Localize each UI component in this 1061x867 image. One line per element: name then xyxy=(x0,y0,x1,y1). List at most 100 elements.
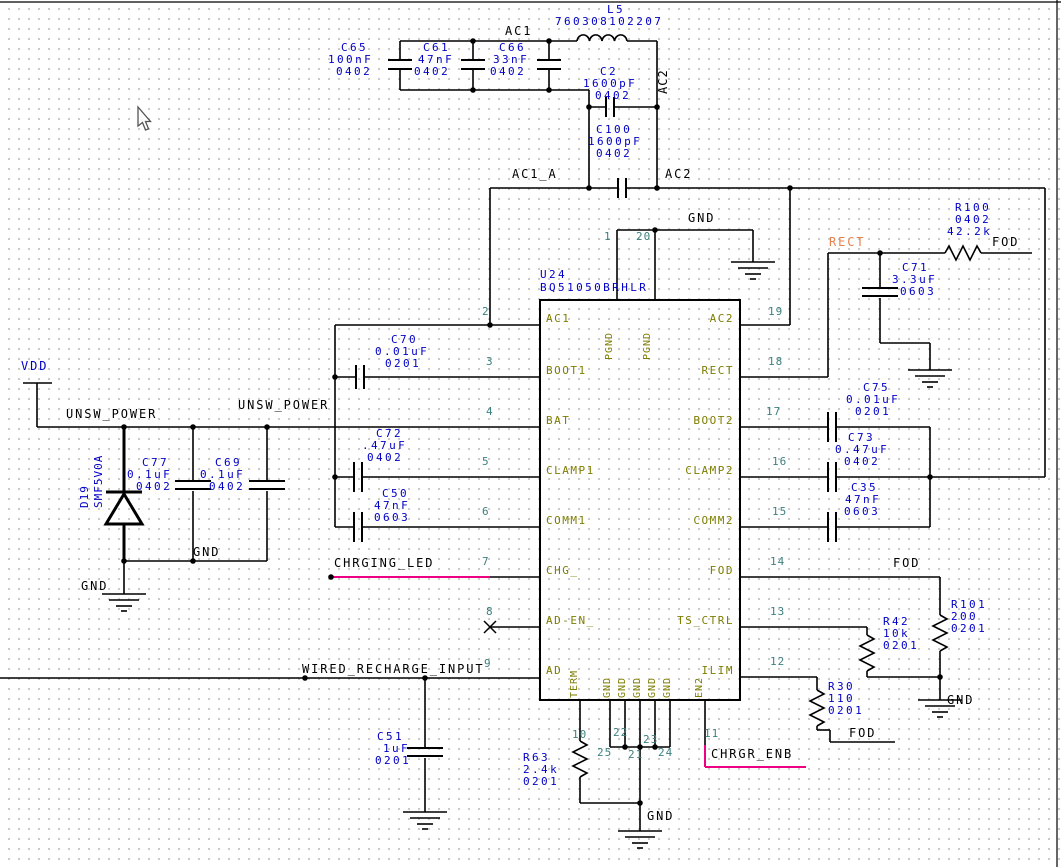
value-R63[interactable]: 2.4k xyxy=(523,763,560,776)
ref-C35[interactable]: C35 xyxy=(851,481,879,494)
net-label-unsw-power-1[interactable]: UNSW_POWER xyxy=(66,407,158,421)
ref-C77[interactable]: C77 xyxy=(142,456,170,469)
net-label-fod-r100[interactable]: FOD xyxy=(992,235,1020,249)
footprint-C35[interactable]: 0603 xyxy=(844,505,881,518)
ref-C75[interactable]: C75 xyxy=(863,381,891,394)
value-R100[interactable]: 42.2k xyxy=(947,225,993,238)
footprint-C72[interactable]: 0402 xyxy=(367,451,404,464)
footprint-C51[interactable]: 0201 xyxy=(375,754,412,767)
capacitor-plates[interactable] xyxy=(175,59,898,757)
net-label-wired-recharge-input[interactable]: WIRED_RECHARGE_INPUT xyxy=(302,662,485,676)
ref-C66[interactable]: C66 xyxy=(499,41,527,54)
ref-R30[interactable]: R30 xyxy=(828,680,856,693)
highlight-wires[interactable] xyxy=(331,576,806,768)
pin-name-GND-22: GND xyxy=(617,676,628,698)
footprint-C2[interactable]: 0402 xyxy=(595,89,632,102)
net-label-unsw-power-2[interactable]: UNSW_POWER xyxy=(238,398,330,412)
value-C65[interactable]: 100nF xyxy=(328,53,374,66)
value-R30[interactable]: 110 xyxy=(828,692,856,705)
footprint-C69[interactable]: 0402 xyxy=(209,480,246,493)
ref-C69[interactable]: C69 xyxy=(215,456,243,469)
footprint-C71[interactable]: 0603 xyxy=(900,285,937,298)
value-C2[interactable]: 1600pF xyxy=(583,77,638,90)
resistor-R30 xyxy=(808,689,826,727)
pin-number-8: 8 xyxy=(486,605,494,618)
ref-R63[interactable]: R63 xyxy=(523,751,551,764)
net-label-gnd-left[interactable]: GND xyxy=(81,579,109,593)
footprint-C66[interactable]: 0402 xyxy=(490,65,527,78)
ref-C72[interactable]: C72 xyxy=(376,427,404,440)
value-C100[interactable]: 1600pF xyxy=(588,135,643,148)
footprint-C77[interactable]: 0402 xyxy=(136,480,173,493)
footprint-R30[interactable]: 0201 xyxy=(828,704,865,717)
value-C66[interactable]: 33nF xyxy=(493,53,530,66)
footprint-C100[interactable]: 0402 xyxy=(596,147,633,160)
net-label-gnd-right[interactable]: GND xyxy=(947,693,975,707)
footprint-C75[interactable]: 0201 xyxy=(855,405,892,418)
ref-D19[interactable]: D19 xyxy=(78,485,91,508)
ref-C65[interactable]: C65 xyxy=(341,41,369,54)
value-C70[interactable]: 0.01uF xyxy=(375,345,430,358)
footprint-C61[interactable]: 0402 xyxy=(414,65,451,78)
ref-C51[interactable]: C51 xyxy=(377,730,405,743)
pin-name-GND-21: GND xyxy=(632,676,643,698)
value-C35[interactable]: 47nF xyxy=(845,493,882,506)
ref-R100[interactable]: R100 xyxy=(955,201,992,214)
footprint-C50[interactable]: 0603 xyxy=(374,511,411,524)
net-label-chrging-led[interactable]: CHRGING_LED xyxy=(334,556,435,570)
footprint-R101[interactable]: 0201 xyxy=(951,622,988,635)
ref-L5[interactable]: L5 xyxy=(607,3,626,16)
footprint-R63[interactable]: 0201 xyxy=(523,775,560,788)
ref-C100[interactable]: C100 xyxy=(596,123,633,136)
value-C69[interactable]: 0.1uF xyxy=(200,468,246,481)
footprint-C65[interactable]: 0402 xyxy=(336,65,373,78)
ground-symbols[interactable] xyxy=(102,261,962,849)
net-label-rect[interactable]: RECT xyxy=(829,235,866,249)
value-C75[interactable]: 0.01uF xyxy=(846,393,901,406)
pin-number-17: 17 xyxy=(766,405,782,418)
ref-R101[interactable]: R101 xyxy=(951,598,988,611)
ref-C2[interactable]: C2 xyxy=(600,65,619,78)
footprint-R42[interactable]: 0201 xyxy=(883,639,920,652)
footprint-C70[interactable]: 0201 xyxy=(385,357,422,370)
net-label-ac1-a[interactable]: AC1_A xyxy=(512,167,558,181)
ref-C71[interactable]: C71 xyxy=(902,261,930,274)
value-D19[interactable]: SMF5V0A xyxy=(92,454,105,508)
ref-C73[interactable]: C73 xyxy=(848,431,876,444)
net-label-ac2[interactable]: AC2 xyxy=(665,167,693,181)
power-label-vdd[interactable]: VDD xyxy=(21,359,49,373)
value-C51[interactable]: 1uF xyxy=(383,742,411,755)
wires[interactable] xyxy=(0,34,1046,831)
footprint-R100[interactable]: 0402 xyxy=(955,213,992,226)
pin-number-1: 1 xyxy=(604,230,612,243)
pin-name-BOOT1: BOOT1 xyxy=(546,364,587,377)
net-label-gnd-bottom[interactable]: GND xyxy=(647,809,675,823)
ref-C50[interactable]: C50 xyxy=(382,487,410,500)
net-label-gnd-mid[interactable]: GND xyxy=(193,545,221,559)
net-label-gnd-top[interactable]: GND xyxy=(688,211,716,225)
value-R42[interactable]: 10k xyxy=(883,627,911,640)
value-C61[interactable]: 47nF xyxy=(418,53,455,66)
value-L5[interactable]: 760308102207 xyxy=(555,15,664,28)
net-label-ac2-vertical[interactable]: AC2 xyxy=(656,69,670,94)
net-label-fod-pin14[interactable]: FOD xyxy=(893,556,921,570)
diode-D19[interactable] xyxy=(103,427,145,561)
pin-name-ILIM: ILIM xyxy=(701,664,734,677)
ic-part-number[interactable]: BQ51050BRHLR xyxy=(540,281,649,294)
net-label-chrgr-enb[interactable]: CHRGR_ENB xyxy=(711,747,794,761)
ic-refdes[interactable]: U24 xyxy=(540,268,568,281)
value-C71[interactable]: 3.3uF xyxy=(892,273,938,286)
ref-C61[interactable]: C61 xyxy=(423,41,451,54)
value-C50[interactable]: 47nF xyxy=(374,499,411,512)
value-R101[interactable]: 200 xyxy=(951,610,979,623)
net-label-ac1[interactable]: AC1 xyxy=(505,24,533,38)
value-C77[interactable]: 0.1uF xyxy=(127,468,173,481)
ref-C70[interactable]: C70 xyxy=(391,333,419,346)
ref-R42[interactable]: R42 xyxy=(883,615,911,628)
value-C72[interactable]: .47uF xyxy=(362,439,408,452)
footprint-C73[interactable]: 0402 xyxy=(844,455,881,468)
net-label-fod-r30[interactable]: FOD xyxy=(849,726,877,740)
value-C73[interactable]: 0.47uF xyxy=(835,443,890,456)
